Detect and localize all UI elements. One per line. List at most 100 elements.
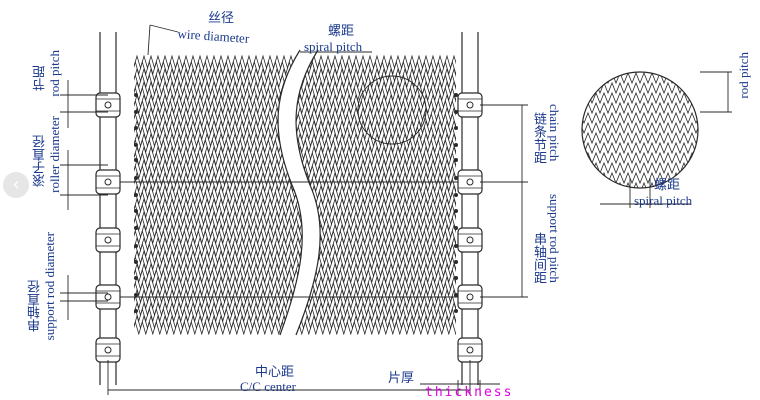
- mesh-spiral-row: [296, 236, 456, 252]
- rod-end-left: [134, 309, 138, 313]
- rod-end-left: [134, 244, 138, 248]
- rod-end-left: [134, 193, 138, 197]
- mesh-spiral-row: [296, 80, 456, 96]
- rod-end-left: [134, 226, 138, 230]
- rod-end-left: [134, 209, 138, 213]
- mesh-spiral-row: [296, 119, 456, 135]
- rod-end-right: [454, 244, 458, 248]
- cc-center-label: C/C center: [240, 379, 296, 394]
- detail-spiral-pitch-cn-label: 螺距: [654, 177, 681, 192]
- rod-end-right: [454, 126, 458, 130]
- mesh-spiral-row: [296, 145, 456, 161]
- mesh-spiral-row: [296, 132, 456, 148]
- rod-end-right: [454, 158, 458, 162]
- chain-pin: [466, 293, 474, 301]
- mesh-left-half: [134, 54, 303, 335]
- chain-left: [95, 32, 121, 385]
- rod-end-left: [134, 176, 138, 180]
- mesh-spiral-row: [296, 314, 456, 330]
- rod-pitch-cn-label: 节距: [32, 65, 47, 91]
- chevron-left-icon[interactable]: ‹: [3, 172, 29, 198]
- dimension-lines: [60, 24, 732, 395]
- thickness-label: thickness: [425, 385, 514, 400]
- detail-view: [582, 72, 698, 188]
- support-rod-pitch-cn-label: 串轴间距: [532, 232, 547, 284]
- mesh-spiral-row: [296, 138, 456, 154]
- rod-end-left: [134, 93, 138, 97]
- mesh-spiral-row: [296, 249, 456, 265]
- mesh-spiral-row: [296, 307, 456, 323]
- mesh-spiral-row: [296, 171, 456, 187]
- mesh-spiral-row: [296, 164, 456, 180]
- rod-end-right: [454, 260, 458, 264]
- detail-spiral-row: [582, 161, 698, 175]
- detail-spiral-row: [582, 121, 698, 135]
- spiral-pitch-label: spiral pitch: [304, 39, 363, 54]
- rod-end-right: [454, 143, 458, 147]
- rod-end-right: [454, 209, 458, 213]
- cc-center-cn-label: 中心距: [255, 364, 295, 379]
- mesh-spiral-row: [296, 288, 456, 304]
- mesh-spiral-row: [296, 151, 456, 167]
- mesh-spiral-row: [134, 320, 303, 335]
- roller-diameter-label: roller diameter: [47, 116, 62, 193]
- roller-diameter-cn-label: 滚子直径: [32, 135, 47, 187]
- wire-diameter-leader: [147, 24, 151, 56]
- detail-spiral-row: [582, 91, 698, 105]
- mesh-spiral-row: [296, 67, 456, 83]
- mesh-spiral-row: [296, 320, 456, 335]
- rod-end-right: [454, 226, 458, 230]
- chain-pitch-label: chain pitch: [547, 104, 562, 162]
- detail-spiral-row: [582, 171, 698, 185]
- detail-spiral-row: [582, 131, 698, 145]
- detail-view-border: [581, 71, 699, 189]
- mesh-spiral-row: [296, 86, 456, 102]
- mesh-spiral-row: [296, 184, 456, 200]
- mesh-spiral-row: [296, 294, 456, 310]
- detail-spiral-row: [582, 111, 698, 125]
- rod-end-right: [454, 276, 458, 280]
- chain-pin: [466, 178, 474, 186]
- mesh-spiral-row: [296, 106, 456, 122]
- rod-end-right: [454, 193, 458, 197]
- mesh-spiral-row: [296, 93, 456, 109]
- rod-end-left: [134, 293, 138, 297]
- chain-pitch-cn-label: 链条节距: [532, 112, 547, 164]
- detail-callout-circle: [357, 75, 427, 145]
- mesh-spiral-row: [296, 112, 456, 128]
- rod-end-left: [134, 260, 138, 264]
- detail-spiral-row: [582, 101, 698, 115]
- rod-end-left: [134, 143, 138, 147]
- rod-pitch-label: rod pitch: [47, 50, 62, 97]
- support-rods: [108, 93, 490, 313]
- detail-rod-pitch-label: rod pitch: [736, 52, 751, 99]
- mesh-break-line-right: [295, 49, 321, 336]
- mesh-right-half: [296, 54, 456, 335]
- rod-end-right: [454, 309, 458, 313]
- rod-end-left: [134, 126, 138, 130]
- mesh-spiral-row: [296, 125, 456, 141]
- chain-pin: [466, 346, 474, 354]
- mesh-spiral-row: [296, 99, 456, 115]
- rod-end-right: [454, 93, 458, 97]
- mesh-spiral-row: [296, 54, 456, 70]
- detail-spiral-row: [582, 151, 698, 165]
- mesh-break-line-left: [277, 49, 303, 336]
- support-rod-diameter-label: support rod diameter: [42, 232, 57, 341]
- mesh-spiral-row: [296, 268, 456, 284]
- mesh-spiral-row: [296, 177, 456, 193]
- rod-end-right: [454, 293, 458, 297]
- chain-pin: [104, 101, 112, 109]
- mesh-spiral-row: [296, 262, 456, 278]
- mesh-spiral-row: [296, 301, 456, 317]
- rod-end-left: [134, 110, 138, 114]
- chain-pin: [104, 346, 112, 354]
- chain-right: [457, 32, 483, 385]
- rod-end-left: [134, 276, 138, 280]
- chain-pin: [466, 236, 474, 244]
- detail-spiral-pitch-label: spiral pitch: [634, 193, 693, 208]
- detail-spiral-row: [582, 141, 698, 155]
- chain-pin: [104, 178, 112, 186]
- wire-diameter-cn-label: 丝径: [208, 10, 235, 25]
- support-rod-pitch-label: support rod pitch: [547, 194, 562, 283]
